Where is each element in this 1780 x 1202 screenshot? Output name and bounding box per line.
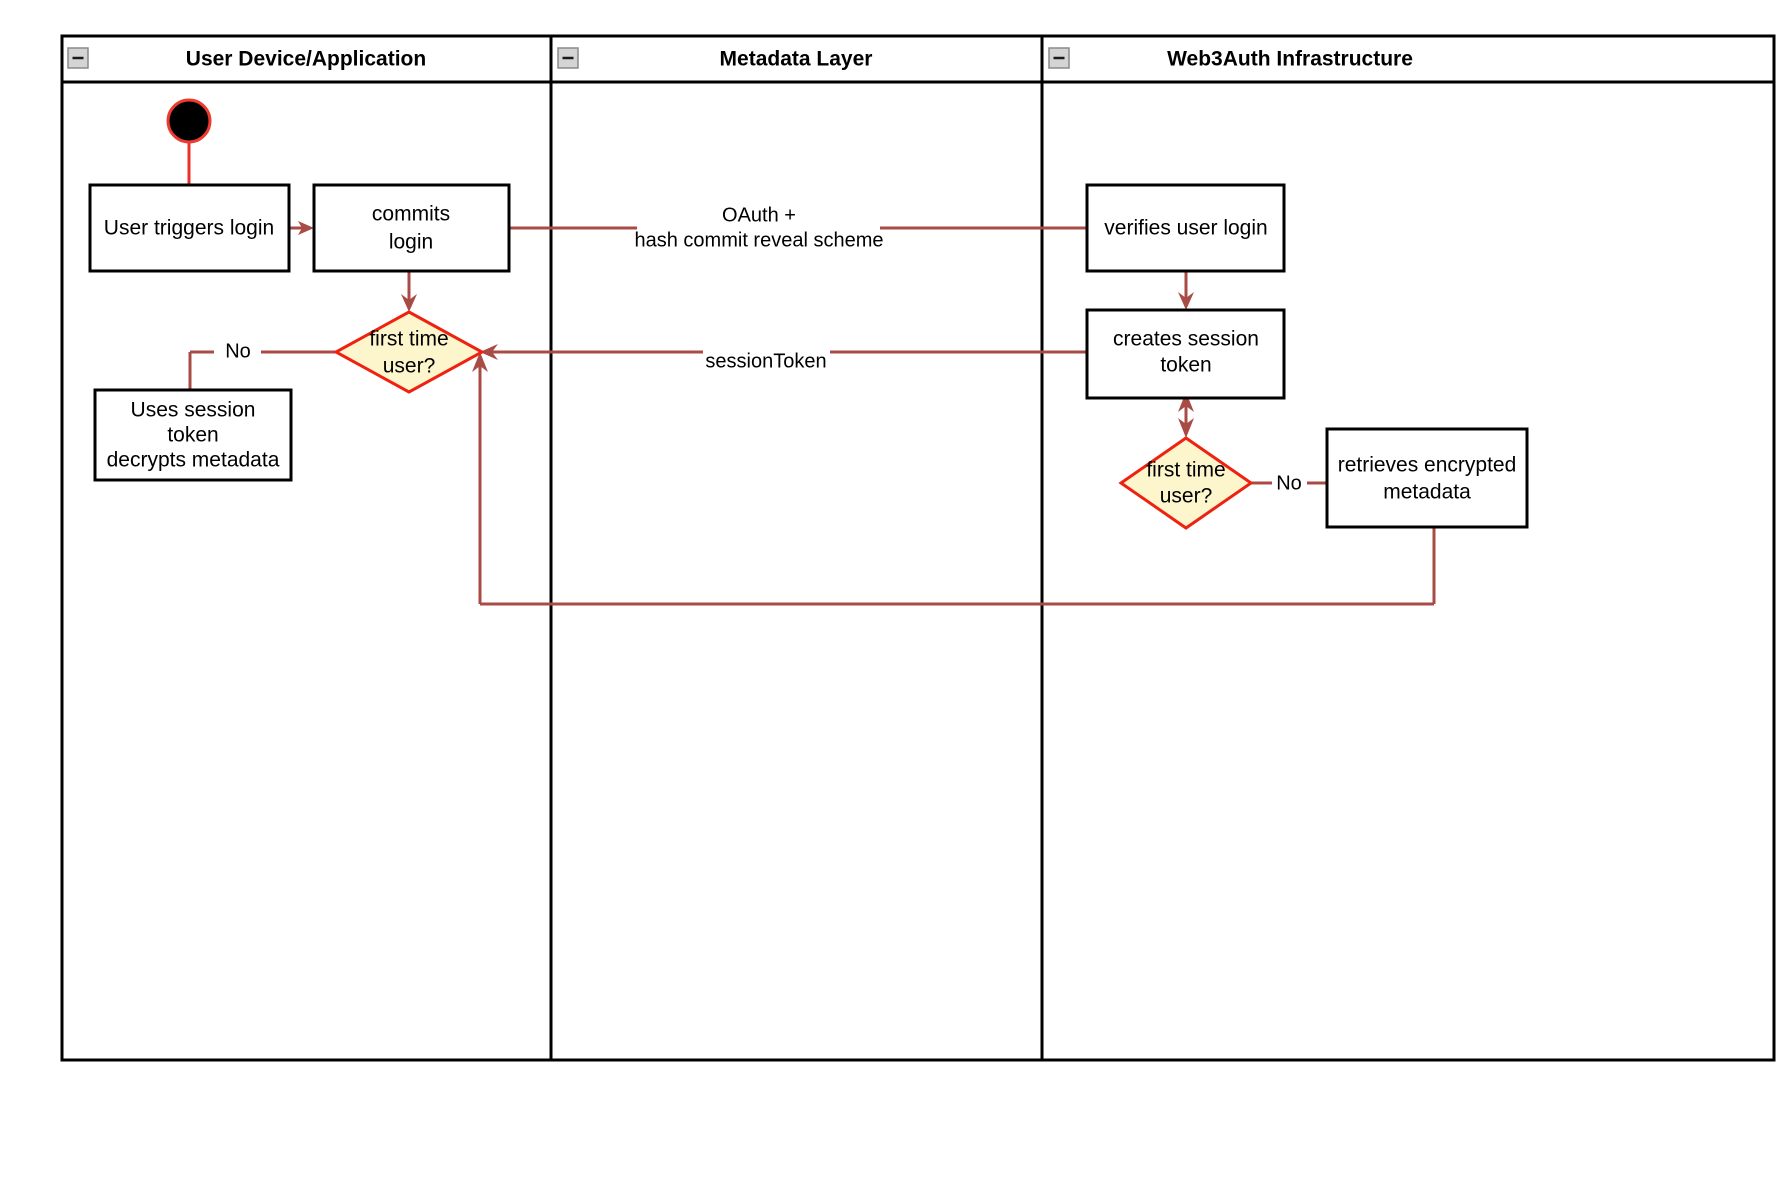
activity-box[interactable] xyxy=(93,388,293,482)
edge-label-no-right: No xyxy=(1276,472,1302,494)
arrow-head-return-to-decision-left xyxy=(472,352,488,372)
activity-box[interactable] xyxy=(1085,183,1286,273)
activity-label-line1: creates session xyxy=(1113,328,1259,351)
arrow-head-session-token-to-decision xyxy=(480,344,498,360)
activity-label-line3: decrypts metadata xyxy=(107,449,280,472)
edge-label-oauth-line2: hash commit reveal scheme xyxy=(635,229,884,251)
decision-first-time-user-left[interactable]: first time user? xyxy=(332,310,486,394)
activity-label-line2: token xyxy=(1160,354,1211,377)
activity-box[interactable] xyxy=(1325,427,1529,529)
activity-label-line1: Uses session xyxy=(131,399,256,422)
decision-label-line1: first time xyxy=(369,328,448,351)
initial-node xyxy=(166,98,212,144)
activity-label-line2: token xyxy=(167,424,218,447)
activity-box[interactable] xyxy=(312,183,511,273)
decision-diamond[interactable] xyxy=(1118,436,1254,530)
decision-label-line2: user? xyxy=(383,355,436,378)
activity-label: User triggers login xyxy=(104,217,274,240)
arrow-head-up-creates-session-token xyxy=(1178,392,1194,412)
swimlane-outer-border xyxy=(60,34,1776,1062)
activity-label: verifies user login xyxy=(1104,217,1267,240)
activity-user-triggers-login[interactable]: User triggers login xyxy=(88,183,291,273)
activity-label-line1: commits xyxy=(372,203,450,226)
edge-label-session-token: sessionToken xyxy=(705,350,826,372)
lane-title-metadata: Metadata Layer xyxy=(720,48,873,71)
activity-commits-login[interactable]: commits login xyxy=(312,183,511,273)
arrow-head-down-decision-right xyxy=(1178,418,1194,438)
lane-header-metadata[interactable]: Metadata Layer xyxy=(557,47,873,71)
decision-label-line2: user? xyxy=(1160,485,1213,508)
activity-label-line2: login xyxy=(389,231,433,254)
decision-diamond[interactable] xyxy=(332,310,486,394)
lane-header-web3auth[interactable]: Web3Auth Infrastructure xyxy=(1048,47,1413,71)
activity-label-line1: retrieves encrypted xyxy=(1338,454,1517,477)
activity-box[interactable] xyxy=(88,183,291,273)
activity-box[interactable] xyxy=(1085,308,1286,400)
lane-title-user-device: User Device/Application xyxy=(186,48,426,71)
edge-label-no-left: No xyxy=(225,340,251,362)
activity-retrieves-encrypted-metadata[interactable]: retrieves encrypted metadata xyxy=(1325,427,1529,529)
activity-creates-session-token[interactable]: creates session token xyxy=(1085,308,1286,400)
arrow-head-to-decision-left xyxy=(401,294,417,312)
decision-first-time-user-right[interactable]: first time user? xyxy=(1118,436,1254,530)
edge-label-oauth-line1: OAuth + xyxy=(722,204,796,226)
arrow-head-to-commits-login xyxy=(298,221,314,235)
lane-header-user-device[interactable]: User Device/Application xyxy=(67,47,426,71)
activity-verifies-user-login[interactable]: verifies user login xyxy=(1085,183,1286,273)
activity-uses-session-token[interactable]: Uses session token decrypts metadata xyxy=(93,388,293,482)
lane-title-web3auth: Web3Auth Infrastructure xyxy=(1167,48,1413,71)
decision-label-line1: first time xyxy=(1146,459,1225,482)
activity-label-line2: metadata xyxy=(1383,481,1471,504)
arrow-head-to-creates-session-token xyxy=(1178,292,1194,310)
swimlane-frame xyxy=(60,34,1776,1062)
